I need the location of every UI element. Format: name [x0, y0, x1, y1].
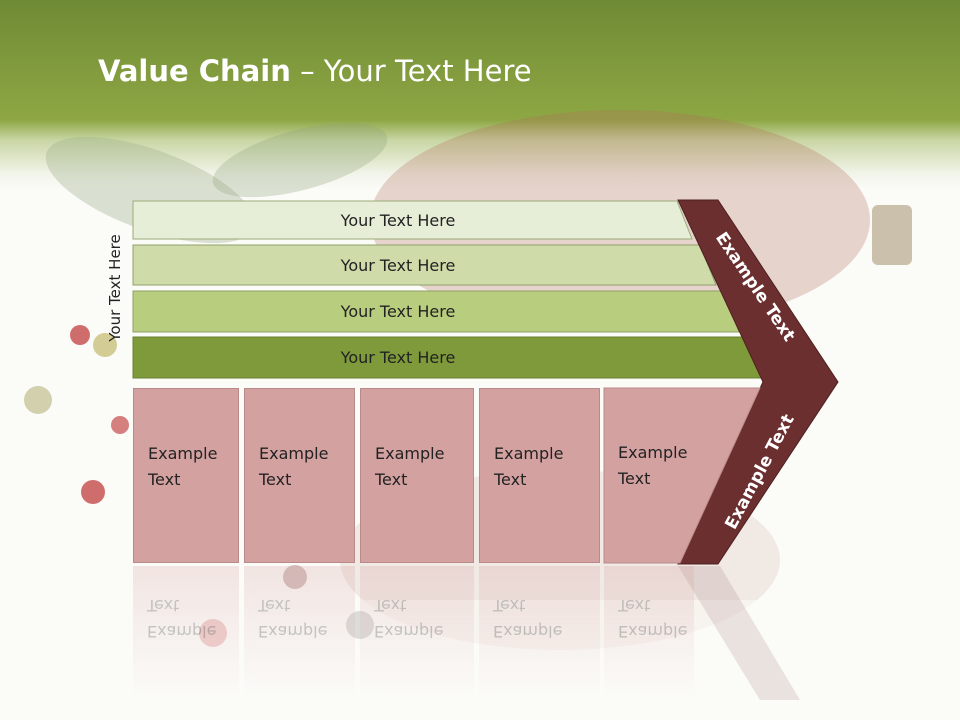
- column-5-line1: Example: [618, 443, 688, 462]
- row-1-label: Your Text Here: [340, 210, 456, 230]
- row-4: Your Text Here: [133, 338, 693, 376]
- row-4-label: Your Text Here: [340, 347, 456, 367]
- row-2-label: Your Text Here: [340, 255, 456, 275]
- row-3-label: Your Text Here: [340, 301, 456, 321]
- column-1-line2: Text: [148, 470, 181, 489]
- chevron-shape: [677, 199, 839, 565]
- column-3-line1: Example: [375, 444, 445, 463]
- column-1: Example Text: [133, 388, 239, 563]
- column-2: Example Text: [244, 388, 355, 563]
- row-1: Your Text Here: [133, 201, 693, 239]
- header-band: [0, 0, 960, 190]
- row-3-shape: [132, 290, 740, 333]
- column-5-line2: Text: [618, 469, 651, 488]
- column-4-line1: Example: [494, 444, 564, 463]
- column-1-line1: Example: [148, 444, 218, 463]
- row-2: Your Text Here: [133, 246, 693, 284]
- column-2-line2: Text: [259, 470, 292, 489]
- row-1-shape: [132, 200, 693, 240]
- column-5-text: Example Text: [604, 388, 694, 563]
- page-title: Value Chain – Your Text Here: [98, 54, 532, 88]
- row-3: Your Text Here: [133, 292, 693, 330]
- title-rest: – Your Text Here: [290, 54, 532, 88]
- column-4-line2: Text: [494, 470, 527, 489]
- column-3-line2: Text: [375, 470, 408, 489]
- column-4: Example Text: [479, 388, 600, 563]
- title-bold: Value Chain: [98, 54, 291, 88]
- column-2-line1: Example: [259, 444, 329, 463]
- column-5-shape: [603, 387, 761, 564]
- column-3: Example Text: [360, 388, 474, 563]
- row-2-shape: [132, 244, 717, 286]
